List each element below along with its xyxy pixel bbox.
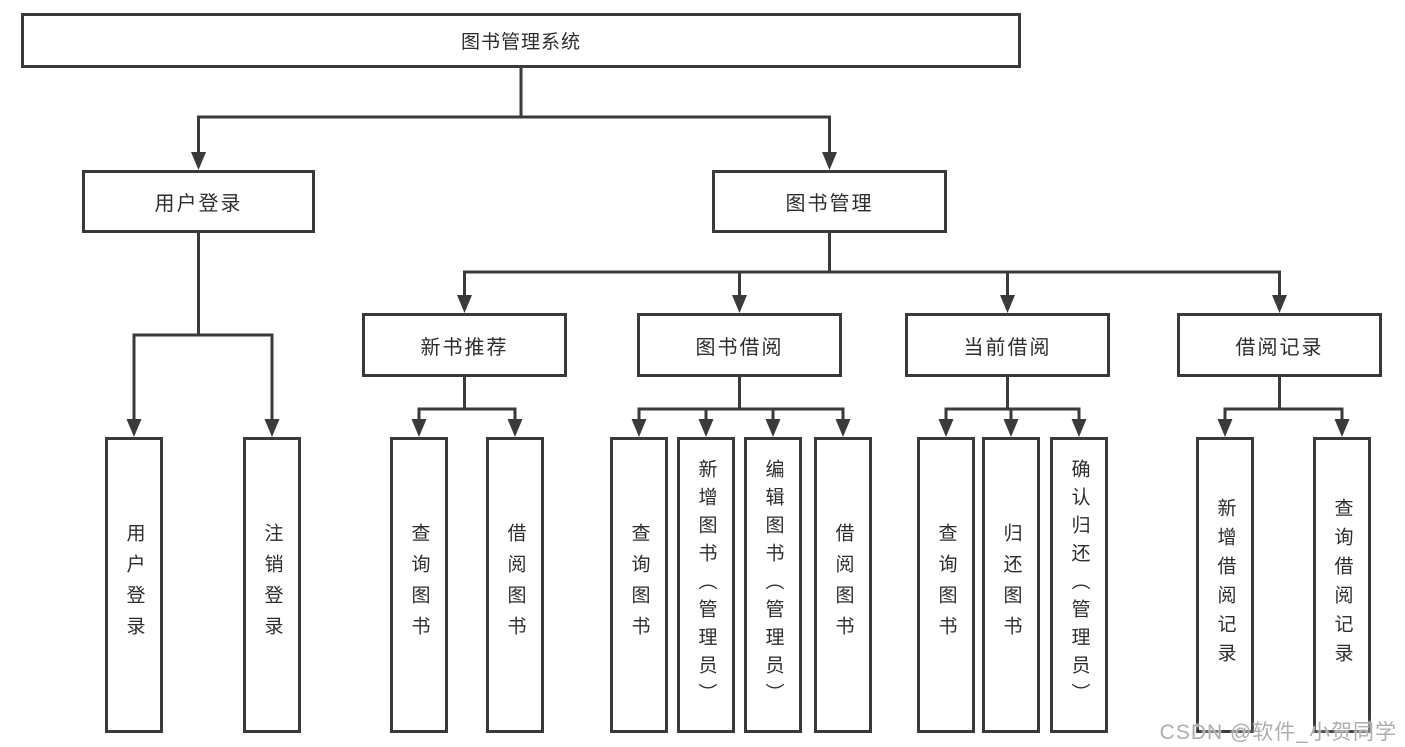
node-book-management-label: 图书管理 <box>785 193 874 215</box>
leaf-br-query-record-label: 查询借阅记录 <box>1331 498 1353 672</box>
leaf-cb-confirm-return-admin: 确认归还（管理员） <box>1050 437 1108 733</box>
leaf-logout: 注销登录 <box>243 437 301 733</box>
leaf-cb-confirm-return-admin-label: 确认归还（管理员） <box>1068 459 1090 711</box>
node-book-management: 图书管理 <box>712 170 947 233</box>
connector-family-0 <box>191 67 837 170</box>
node-user-login: 用户登录 <box>82 170 315 233</box>
leaf-bb-add-books-admin-label: 新增图书（管理员） <box>695 459 717 711</box>
leaf-rec-borrow-books-label: 借阅图书 <box>504 523 526 647</box>
connector-family-6 <box>1217 377 1350 437</box>
leaf-br-query-record: 查询借阅记录 <box>1313 437 1371 733</box>
leaf-rec-borrow-books: 借阅图书 <box>486 437 544 733</box>
node-current-borrow-label: 当前借阅 <box>963 336 1052 359</box>
node-borrow-records-label: 借阅记录 <box>1235 336 1324 359</box>
node-book-borrow: 图书借阅 <box>637 313 842 377</box>
connector-family-5 <box>938 377 1087 437</box>
leaf-bb-edit-books-admin-label: 编辑图书（管理员） <box>762 459 784 711</box>
leaf-rec-query-books: 查询图书 <box>390 437 448 733</box>
leaf-br-add-record: 新增借阅记录 <box>1196 437 1254 733</box>
leaf-br-add-record-label: 新增借阅记录 <box>1214 498 1236 672</box>
node-root: 图书管理系统 <box>21 13 1021 68</box>
node-book-borrow-label: 图书借阅 <box>695 336 784 359</box>
leaf-cb-query-books-label: 查询图书 <box>935 523 957 647</box>
node-user-login-label: 用户登录 <box>154 193 243 215</box>
leaf-bb-add-books-admin: 新增图书（管理员） <box>677 437 735 733</box>
leaf-bb-borrow-books: 借阅图书 <box>814 437 872 733</box>
node-current-borrow: 当前借阅 <box>905 313 1110 377</box>
leaf-bb-edit-books-admin: 编辑图书（管理员） <box>744 437 802 733</box>
connector-family-2 <box>457 232 1287 313</box>
leaf-logout-label: 注销登录 <box>261 523 283 647</box>
node-new-book-recommend-label: 新书推荐 <box>420 336 509 359</box>
leaf-bb-query-books-label: 查询图书 <box>628 523 650 647</box>
leaf-bb-query-books: 查询图书 <box>610 437 668 733</box>
leaf-cb-return-books: 归还图书 <box>982 437 1040 733</box>
leaf-user-login: 用户登录 <box>105 437 163 733</box>
connector-family-1 <box>126 232 280 437</box>
connector-family-4 <box>631 377 851 437</box>
leaf-cb-return-books-label: 归还图书 <box>1000 523 1022 647</box>
connector-family-3 <box>411 377 523 437</box>
leaf-rec-query-books-label: 查询图书 <box>408 523 430 647</box>
node-root-label: 图书管理系统 <box>460 32 581 53</box>
leaf-bb-borrow-books-label: 借阅图书 <box>832 523 854 647</box>
node-new-book-recommend: 新书推荐 <box>362 313 567 377</box>
node-borrow-records: 借阅记录 <box>1177 313 1382 377</box>
leaf-cb-query-books: 查询图书 <box>917 437 975 733</box>
leaf-user-login-label: 用户登录 <box>123 523 145 647</box>
